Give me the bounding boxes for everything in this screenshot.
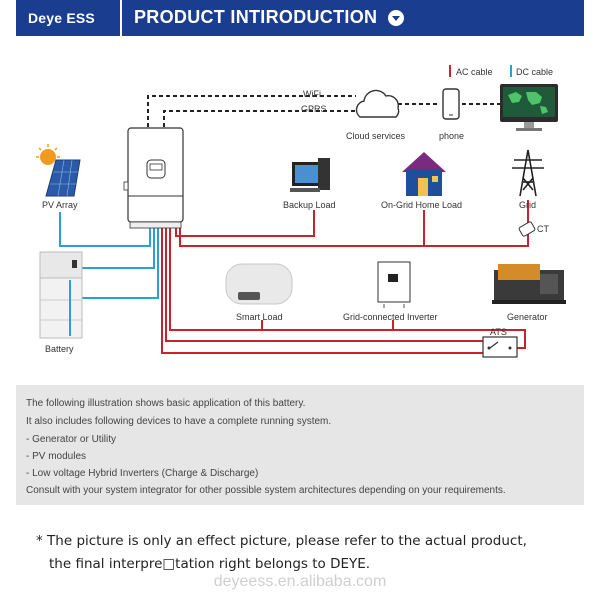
monitor-icon [500,84,558,131]
info-line: Consult with your system integrator for … [26,485,506,496]
pv-label: PV Array [42,200,78,210]
generator-label: Generator [507,312,548,322]
info-line: The following illustration shows basic a… [26,398,306,409]
smart-load-icon [225,263,293,305]
grid-inverter-label: Grid-connected Inverter [343,312,438,322]
info-box: The following illustration shows basic a… [16,385,584,505]
generator-icon [492,264,566,304]
pv-array-icon [36,144,81,197]
battery-label: Battery [45,344,74,354]
brand-name: Deye ESS [28,10,95,26]
info-line: - Generator or Utility [26,434,117,445]
ac-cables [161,200,529,354]
info-line: - Low voltage Hybrid Inverters (Charge &… [26,468,259,479]
legend-dc-swatch [510,65,512,77]
disclaimer-line-2: the final interpre□tation right belongs … [49,556,371,572]
disclaimer-line-1: * The picture is only an effect picture,… [36,533,527,549]
legend-dc-label: DC cable [516,67,554,77]
hybrid-inverter [123,127,184,229]
backup-load-label: Backup Load [283,200,336,210]
comm-lines [147,95,500,127]
grid-label: Grid [519,200,537,210]
ats-label: ATS [490,327,507,337]
header-bar: Deye ESS PRODUCT INTIRODUCTION [16,0,584,36]
ct-icon [518,221,536,237]
system-diagram [36,84,566,358]
battery-icon [39,251,83,339]
phone-label: phone [439,131,465,141]
cloud-icon [355,89,400,118]
wifi-label: WiFi [303,89,321,99]
info-line: It also includes following devices to ha… [26,416,332,427]
backup-load-icon [290,158,330,192]
cloud-label: Cloud services [346,131,406,141]
info-line: - PV modules [26,451,87,462]
page-title: PRODUCT INTIRODUCTION [134,7,378,27]
legend-ac-label: AC cable [456,67,493,77]
chevron-down-icon[interactable] [388,10,404,26]
ct-label: CT [537,224,549,234]
dc-cables [59,212,159,299]
grid-tower-icon [512,149,544,197]
phone-icon [442,88,460,120]
ats-switch [482,336,518,358]
brand-logo: Deye ESS [16,0,122,36]
gprs-label: GPRS [301,104,327,114]
header-gradient [404,0,584,36]
smart-load-label: Smart Load [236,312,283,322]
legend-ac-swatch [449,65,451,77]
home-icon [402,152,446,196]
home-load-label: On-Grid Home Load [381,200,463,210]
grid-inverter-icon [377,261,411,308]
watermark: deyeess.en.alibaba.com [213,573,387,590]
